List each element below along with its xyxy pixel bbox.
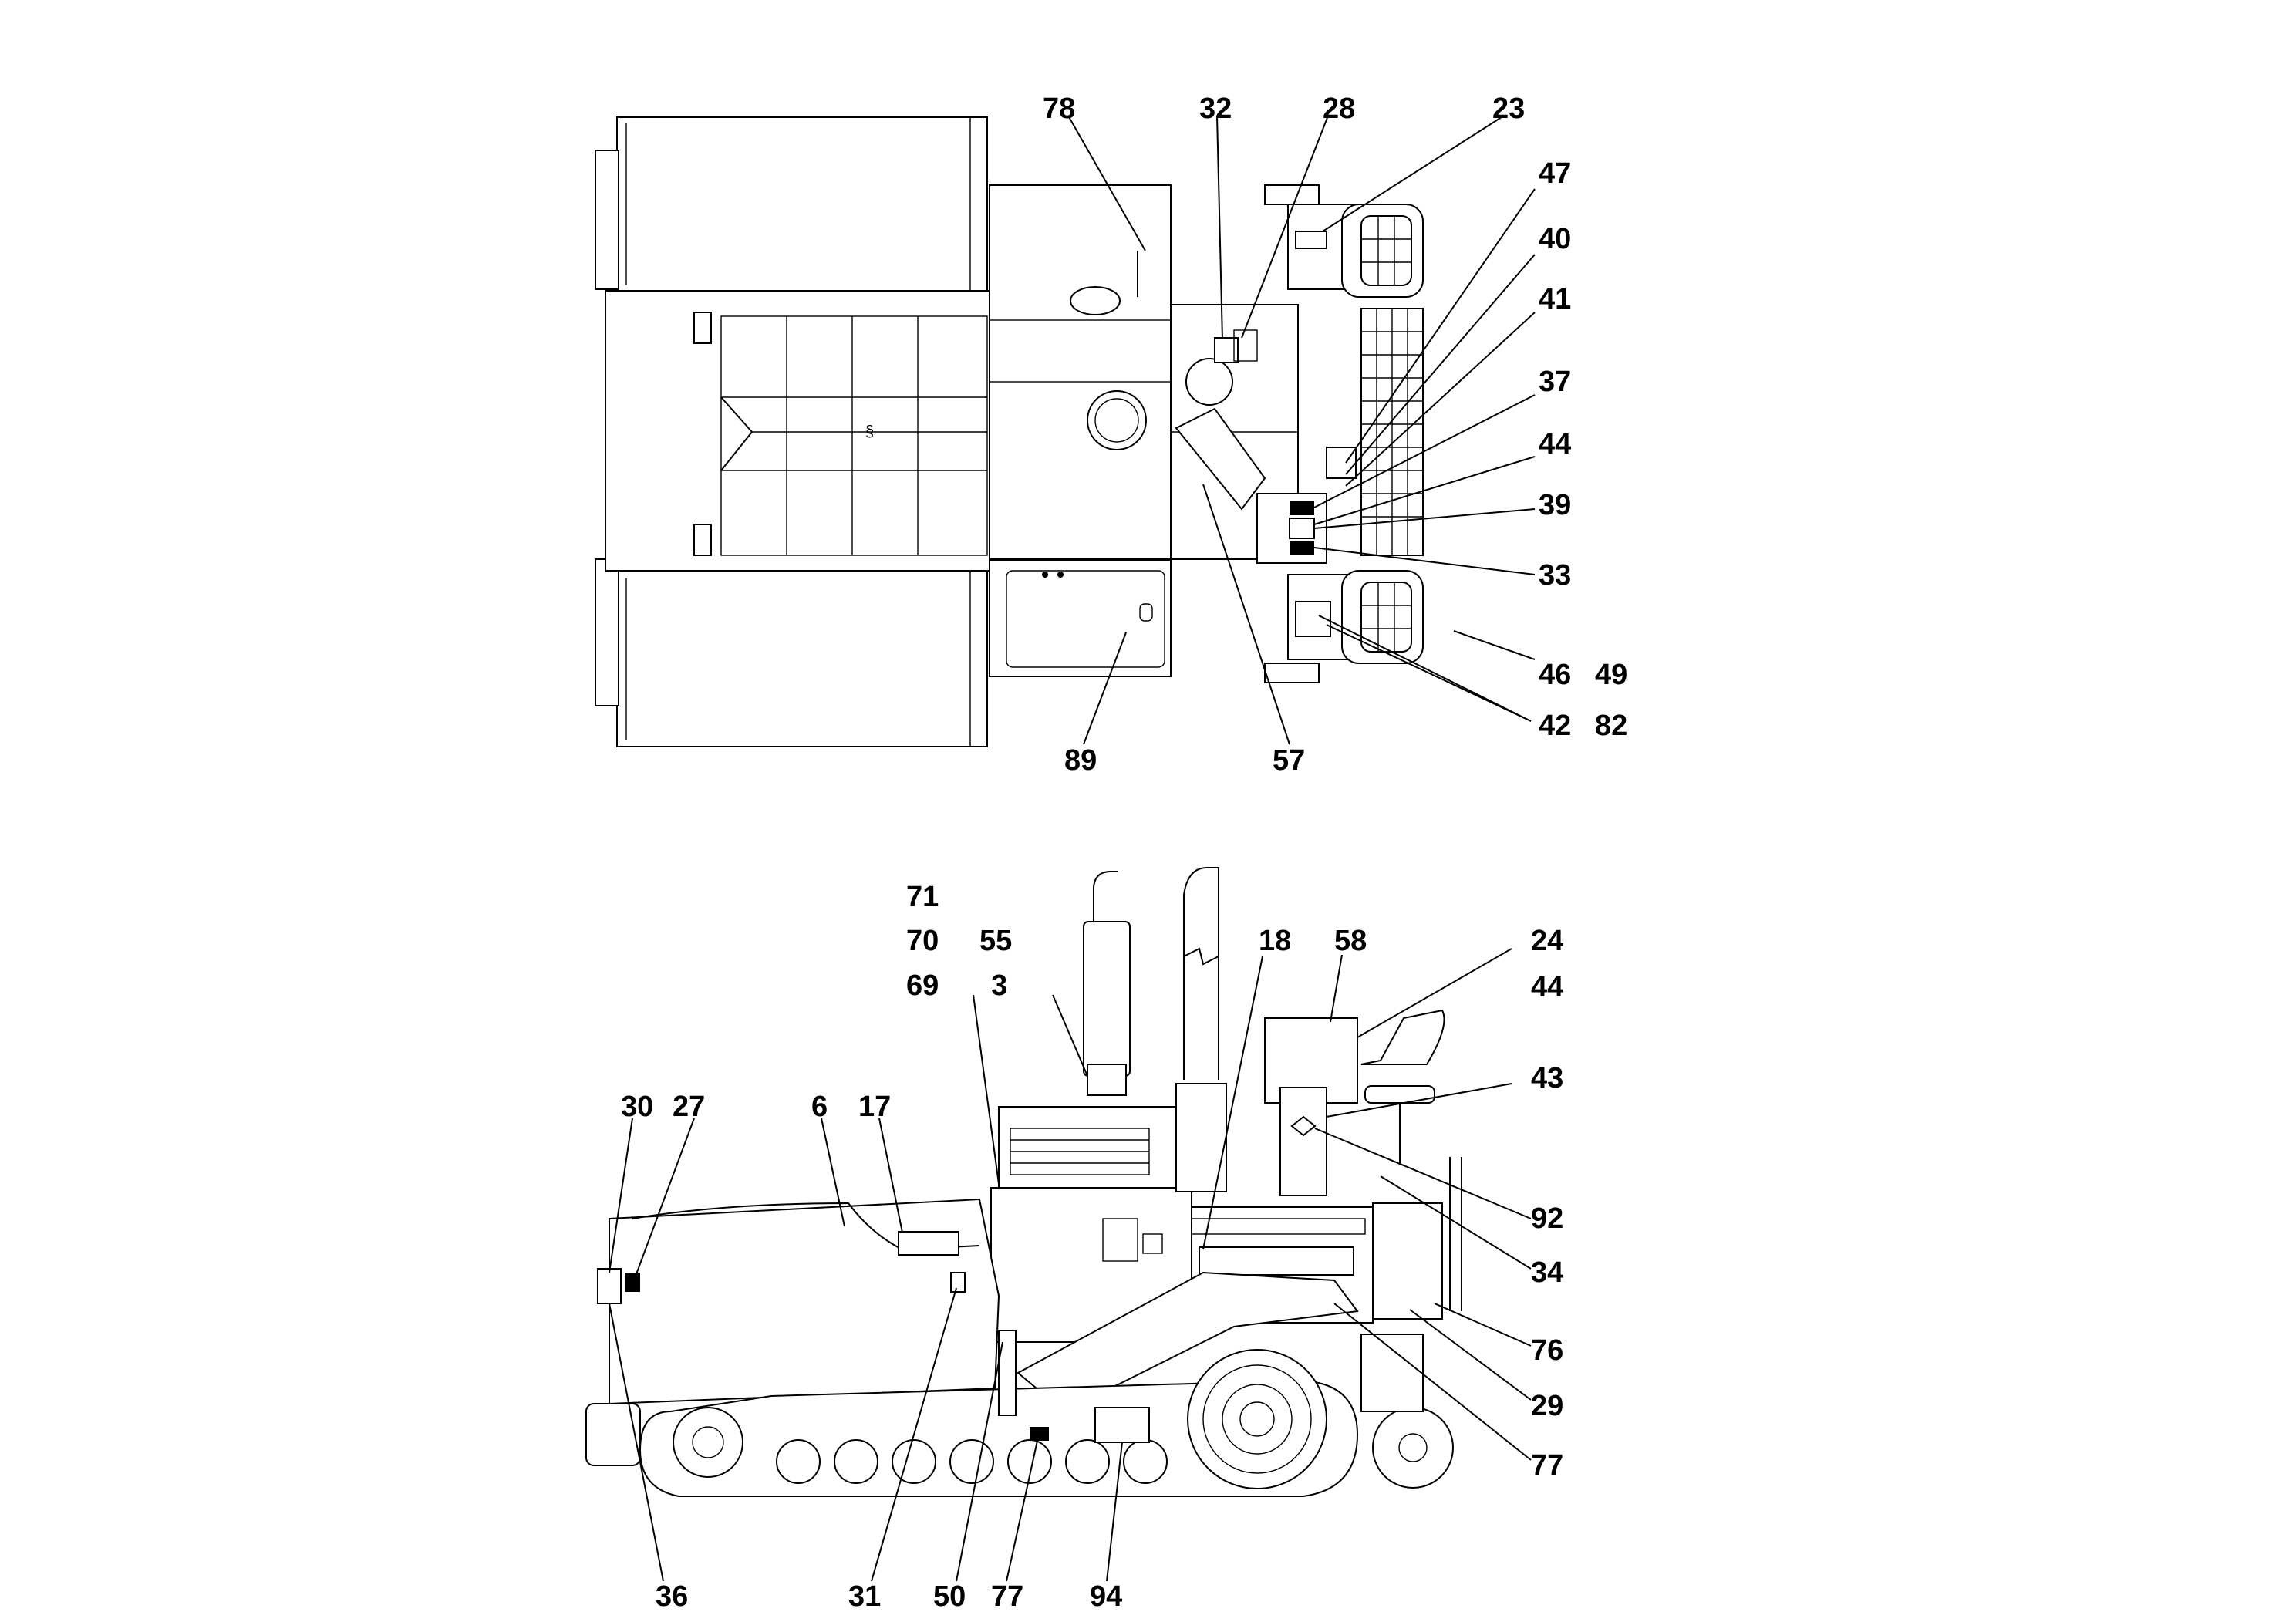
callout-49: 49 — [1595, 659, 1627, 691]
callout-23: 23 — [1492, 93, 1525, 125]
push-roller-decal-30 — [597, 1268, 622, 1304]
track-end-upper — [1264, 184, 1320, 205]
muffler — [1083, 921, 1131, 1077]
fuel-cap-top — [1185, 358, 1233, 406]
callout-side-44: 44 — [1531, 971, 1563, 1003]
rear-roller — [1372, 1407, 1454, 1489]
steering-column — [1175, 407, 1266, 511]
decal-23 — [1295, 231, 1327, 249]
decal-43-92 — [1290, 1115, 1317, 1137]
callout-side-43: 43 — [1531, 1062, 1563, 1094]
callout-47: 47 — [1539, 157, 1571, 190]
callout-side-55: 55 — [979, 925, 1012, 957]
section-mark: § — [865, 423, 874, 440]
side-view-drawing — [585, 867, 1462, 1497]
rear-platform — [1372, 1202, 1443, 1320]
decal-31 — [950, 1272, 966, 1293]
callout-42: 42 — [1539, 710, 1571, 742]
callout-57: 57 — [1273, 744, 1305, 777]
decal-50-post — [998, 1330, 1017, 1416]
callout-side-31: 31 — [848, 1580, 881, 1613]
decal-33 — [1290, 541, 1314, 555]
tool-box-top — [989, 560, 1172, 677]
exhaust-pipe-2 — [1183, 867, 1219, 1080]
engine-grille-housing — [998, 1106, 1185, 1189]
callout-32: 32 — [1199, 93, 1232, 125]
side-view-callouts: 71 70 55 69 3 18 58 24 44 43 30 27 6 17 … — [609, 881, 1563, 1613]
seat-upper — [1341, 204, 1424, 298]
push-roller-bracket — [585, 1403, 641, 1466]
callout-side-30: 30 — [621, 1091, 653, 1123]
seat-console-side — [1264, 1017, 1358, 1104]
exhaust-pipe-1 — [1093, 871, 1118, 922]
tank-cap — [1087, 390, 1147, 450]
hopper-wing-profile — [632, 1202, 980, 1251]
callout-side-27: 27 — [673, 1091, 705, 1123]
callout-side-3: 3 — [991, 969, 1007, 1002]
callout-28: 28 — [1323, 93, 1355, 125]
callout-side-50: 50 — [933, 1580, 966, 1613]
drive-sprocket — [1187, 1349, 1327, 1489]
screed-bracket — [1360, 1334, 1424, 1412]
callout-40: 40 — [1539, 223, 1571, 255]
callout-side-34: 34 — [1531, 1256, 1563, 1289]
callout-33: 33 — [1539, 559, 1571, 592]
hopper-side — [609, 1198, 1000, 1405]
callout-side-71: 71 — [906, 881, 939, 913]
radiator-grille — [1360, 308, 1424, 556]
top-view-drawing: § — [595, 116, 1424, 747]
callout-side-77-right: 77 — [1531, 1449, 1563, 1482]
callout-side-94: 94 — [1090, 1580, 1122, 1613]
callout-side-58: 58 — [1334, 925, 1367, 957]
callout-side-69: 69 — [906, 969, 939, 1002]
decal-27 — [625, 1273, 640, 1292]
callout-41: 41 — [1539, 283, 1571, 315]
end-plate-upper — [595, 150, 619, 290]
decal-77-bottom — [1030, 1427, 1049, 1441]
callout-78: 78 — [1043, 93, 1075, 125]
decal-94 — [1094, 1407, 1150, 1443]
callout-side-36: 36 — [656, 1580, 688, 1613]
callout-39: 39 — [1539, 489, 1571, 521]
hinge-upper — [693, 312, 712, 344]
callout-side-92: 92 — [1531, 1202, 1563, 1235]
muffler-clamp — [1087, 1064, 1127, 1096]
track-end-lower — [1264, 663, 1320, 683]
callout-side-18: 18 — [1259, 925, 1291, 957]
end-plate-lower — [595, 558, 619, 706]
hopper-wing-upper — [616, 116, 988, 292]
callout-side-77-bottom: 77 — [991, 1580, 1023, 1613]
callout-46: 46 — [1539, 659, 1571, 691]
callout-side-24: 24 — [1531, 925, 1563, 957]
decal-18 — [1199, 1246, 1354, 1276]
hopper-wing-lower — [616, 570, 988, 747]
callout-side-70: 70 — [906, 925, 939, 957]
idler-wheel — [673, 1407, 743, 1478]
decal-plate-41 — [1326, 447, 1357, 479]
decal-17 — [898, 1231, 959, 1256]
engine-grille — [1010, 1128, 1150, 1175]
callout-82: 82 — [1595, 710, 1627, 742]
callout-89: 89 — [1064, 744, 1097, 777]
hinge-lower — [693, 524, 712, 556]
conveyor-slats — [721, 316, 987, 555]
callout-side-76: 76 — [1531, 1334, 1563, 1367]
seat-lower — [1341, 570, 1424, 664]
callout-37: 37 — [1539, 366, 1571, 398]
callout-44: 44 — [1539, 428, 1571, 460]
callout-side-29: 29 — [1531, 1390, 1563, 1422]
callout-side-6: 6 — [811, 1091, 828, 1123]
decal-37 — [1290, 501, 1314, 515]
filter-housing — [1070, 286, 1121, 315]
decal-39 — [1289, 518, 1315, 539]
conveyor-area — [605, 290, 992, 572]
callout-side-17: 17 — [858, 1091, 891, 1123]
engine-hood-top — [989, 184, 1172, 560]
seat-side — [1360, 1009, 1445, 1065]
steering-panel-side — [1279, 1087, 1327, 1196]
top-view-callouts: 78 32 28 23 47 40 41 37 44 39 33 46 49 4… — [1043, 93, 1627, 777]
